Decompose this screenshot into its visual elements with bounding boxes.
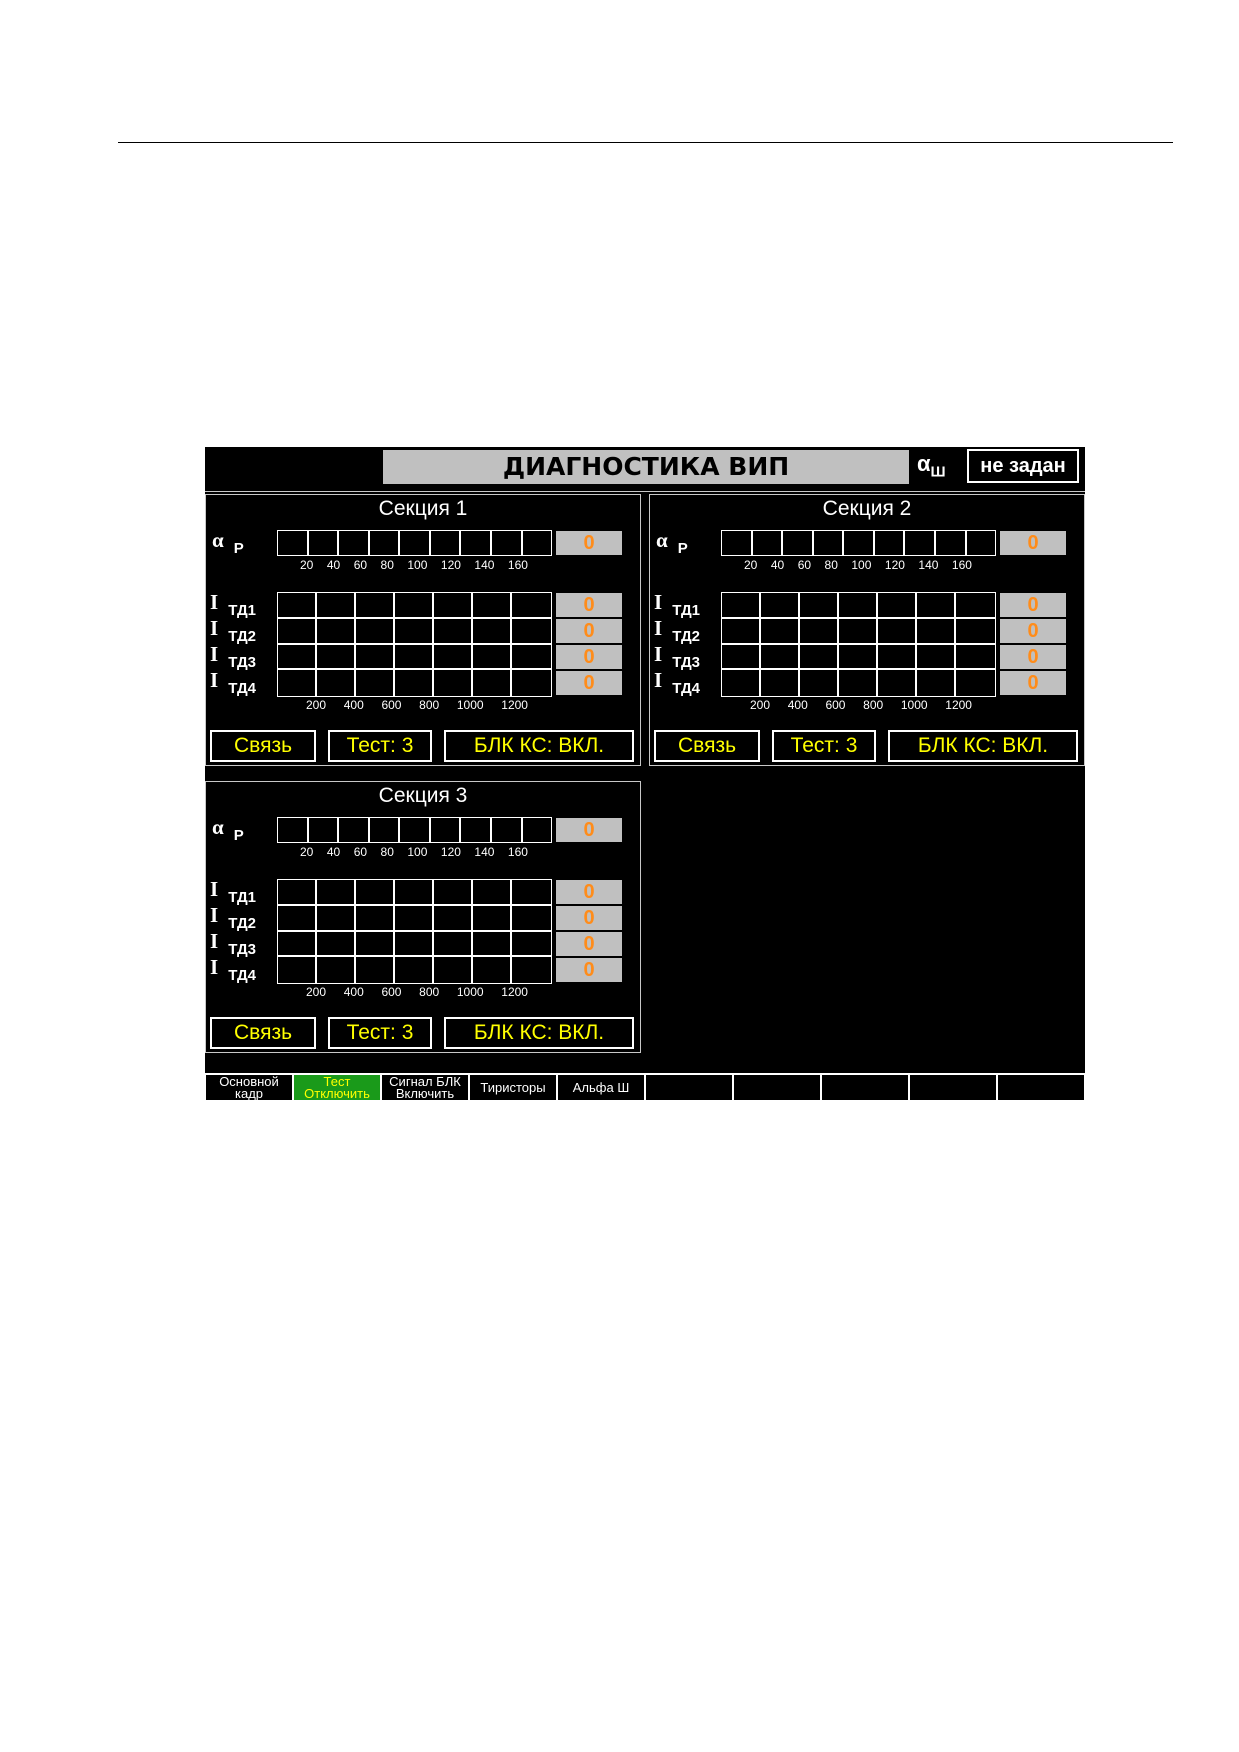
td2-value: 0	[1000, 619, 1066, 643]
td1-value: 0	[556, 880, 622, 904]
page-rule	[118, 142, 1173, 143]
td3-value: 0	[556, 645, 622, 669]
fkey-empty-6[interactable]	[645, 1073, 733, 1101]
td4-value: 0	[1000, 671, 1066, 695]
alpha-p-bar	[277, 817, 552, 843]
alpha-sh-label: αШ	[917, 451, 946, 481]
td4-value: 0	[556, 671, 622, 695]
alpha-p-bar	[721, 530, 996, 556]
blk-ks-button[interactable]: БЛК КС: ВКЛ.	[444, 730, 634, 762]
section-title: Секция 3	[378, 784, 468, 807]
alpha-p-value: 0	[556, 531, 622, 555]
screen-title: ДИАГНОСТИКА ВИП	[383, 450, 909, 484]
link-button[interactable]: Связь	[654, 730, 760, 762]
td3-value: 0	[556, 932, 622, 956]
fkey-empty-9[interactable]	[909, 1073, 997, 1101]
current-grid	[277, 592, 552, 697]
alpha-p-value: 0	[1000, 531, 1066, 555]
fkey-alpha-sh[interactable]: Альфа Ш	[557, 1073, 645, 1101]
current-grid	[721, 592, 996, 697]
link-button[interactable]: Связь	[210, 730, 316, 762]
link-button[interactable]: Связь	[210, 1017, 316, 1049]
blk-ks-button[interactable]: БЛК КС: ВКЛ.	[888, 730, 1078, 762]
td3-value: 0	[1000, 645, 1066, 669]
alpha-p-bar	[277, 530, 552, 556]
fkey-empty-7[interactable]	[733, 1073, 821, 1101]
screen-header: ДИАГНОСТИКА ВИП αШ не задан	[205, 447, 1085, 492]
td4-value: 0	[556, 958, 622, 982]
test-button[interactable]: Тест: 3	[328, 730, 432, 762]
td1-value: 0	[556, 593, 622, 617]
alpha-sh-value[interactable]: не задан	[967, 449, 1079, 483]
test-button[interactable]: Тест: 3	[328, 1017, 432, 1049]
fkey-empty-8[interactable]	[821, 1073, 909, 1101]
blk-ks-button[interactable]: БЛК КС: ВКЛ.	[444, 1017, 634, 1049]
fkey-empty-10[interactable]	[997, 1073, 1085, 1101]
section-title: Секция 1	[378, 497, 468, 520]
alpha-p-value: 0	[556, 818, 622, 842]
td2-value: 0	[556, 619, 622, 643]
current-grid	[277, 879, 552, 984]
fkey-thyristors[interactable]: Тиристоры	[469, 1073, 557, 1101]
td2-value: 0	[556, 906, 622, 930]
td1-value: 0	[1000, 593, 1066, 617]
section-title: Секция 2	[822, 497, 912, 520]
test-button[interactable]: Тест: 3	[772, 730, 876, 762]
